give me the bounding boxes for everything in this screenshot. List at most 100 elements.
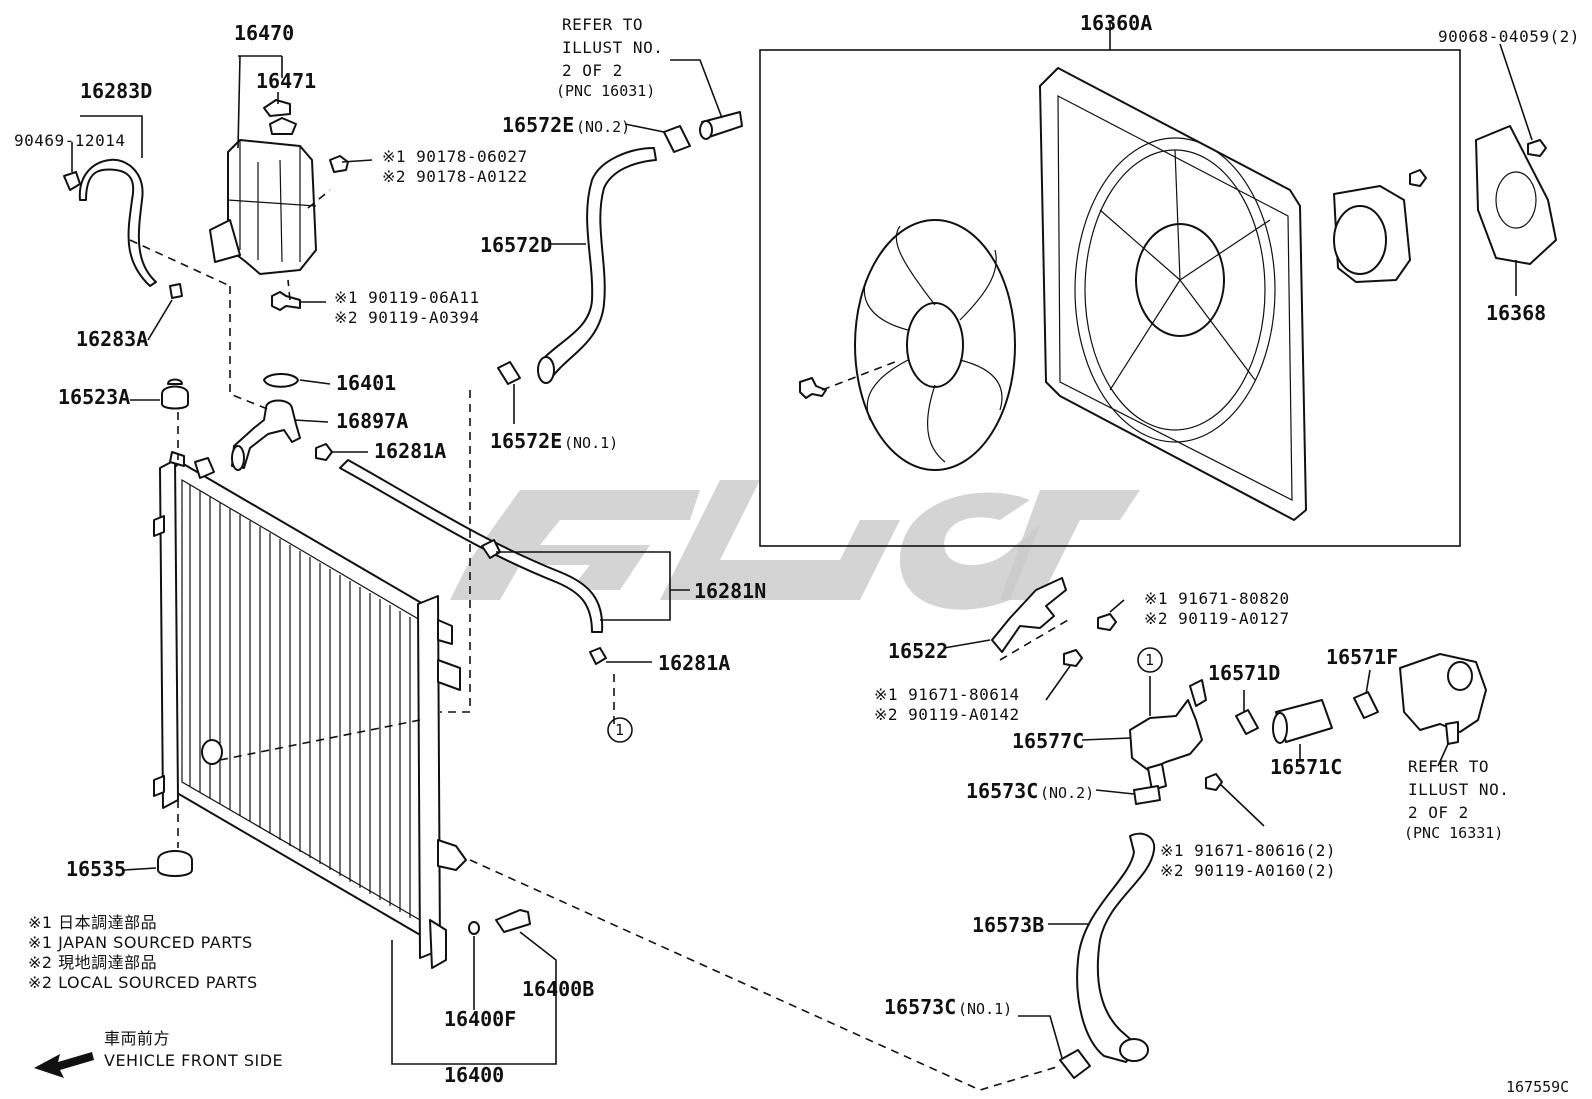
water-pipe-16331[interactable] [1399, 653, 1487, 745]
bolt-91671-80614[interactable] [1063, 649, 1083, 667]
label-16522: 16522 [888, 639, 948, 663]
legend-line-1: ※1 日本調達部品 [28, 913, 157, 932]
fan-shroud[interactable] [1039, 67, 1307, 521]
watermark-logo [450, 480, 1140, 610]
legend-line-2: ※1 JAPAN SOURCED PARTS [28, 933, 253, 952]
clamp-16281A-top[interactable] [315, 443, 333, 461]
label-16281A-top: 16281A [374, 439, 446, 463]
label-16401: 16401 [336, 371, 396, 395]
front-arrow-icon [34, 1052, 94, 1078]
hose-16571C[interactable] [1272, 699, 1333, 744]
hose-16573B[interactable] [1076, 832, 1156, 1063]
cushion-16523A[interactable] [161, 378, 189, 410]
label-n2-90178: ※2 90178-A0122 [382, 167, 528, 186]
label-16571C: 16571C [1270, 755, 1342, 779]
circle1-a-text: 1 [615, 721, 624, 739]
label-16573B: 16573B [972, 913, 1044, 937]
reference-circle-1-a [607, 717, 633, 743]
cushion-16535[interactable] [157, 850, 193, 877]
bolt-90119-06A11[interactable] [271, 291, 301, 311]
o-ring-16400F[interactable] [468, 921, 480, 935]
label-n1-90178: ※1 90178-06027 [382, 147, 528, 166]
front-label-en: VEHICLE FRONT SIDE [104, 1051, 283, 1070]
label-16571F: 16571F [1326, 645, 1398, 669]
front-label-jp: 車両前方 [104, 1029, 170, 1048]
label-n2-90119-A0394: ※2 90119-A0394 [334, 308, 480, 327]
label-16400F: 16400F [444, 1007, 516, 1031]
label-n1-91671-80614: ※1 91671-80614 [874, 685, 1020, 704]
label-n2-90119-A0127: ※2 90119-A0127 [1144, 609, 1290, 628]
label-16572D: 16572D [480, 233, 552, 257]
clip-90469-12014[interactable] [63, 171, 81, 191]
hose-16572D[interactable] [537, 147, 657, 384]
hose-16283D[interactable] [78, 158, 157, 287]
refer2-line4: (PNC 16331) [1404, 824, 1503, 842]
label-16470: 16470 [234, 21, 294, 45]
leader-lines [71, 20, 1533, 1065]
label-90068-04059: 90068-04059(2) [1438, 27, 1580, 46]
fan-motor[interactable] [1333, 185, 1411, 283]
label-16400: 16400 [444, 1063, 504, 1087]
filler-neck-16897A[interactable] [231, 399, 301, 471]
radiator-16400[interactable] [153, 451, 467, 969]
refer2-line1: REFER TO [1408, 757, 1489, 776]
drain-cock-16400B[interactable] [495, 909, 531, 933]
fan-blade[interactable] [854, 219, 1016, 471]
legend-line-4: ※2 LOCAL SOURCED PARTS [28, 973, 258, 992]
hose-16281N[interactable] [339, 459, 604, 633]
clamp-16573C-no1[interactable] [1059, 1049, 1091, 1079]
clamp-16281A-bottom[interactable] [589, 647, 607, 665]
pipe-16031[interactable] [699, 111, 743, 140]
label-16573C-no1: 16573C [884, 995, 956, 1019]
label-16573C-no2: 16573C [966, 779, 1038, 803]
label-90469-12014: 90469-12014 [14, 131, 125, 150]
screw-90068[interactable] [1527, 139, 1547, 157]
refer1-line3: 2 OF 2 [562, 61, 623, 80]
clamp-16572E-no2[interactable] [663, 125, 691, 153]
label-16897A: 16897A [336, 409, 408, 433]
label-16572E-no2: 16572E [502, 113, 574, 137]
label-16283A: 16283A [76, 327, 148, 351]
label-no2-a: (NO.2) [576, 118, 630, 136]
clamp-16283A[interactable] [169, 283, 183, 299]
refer1-line2: ILLUST NO. [562, 38, 663, 57]
motor-cover-16368[interactable] [1475, 125, 1557, 265]
label-16571D: 16571D [1208, 661, 1280, 685]
label-16577C: 16577C [1012, 729, 1084, 753]
label-no2-b: (NO.2) [1040, 784, 1094, 802]
label-16281A-bottom: 16281A [658, 651, 730, 675]
clamp-16571D[interactable] [1235, 709, 1259, 735]
motor-screw[interactable] [1409, 169, 1427, 187]
cap-16401[interactable] [263, 373, 299, 388]
bolt-91671-80616[interactable] [1205, 773, 1223, 791]
label-n1-91671-80820: ※1 91671-80820 [1144, 589, 1290, 608]
label-16283D: 16283D [80, 79, 152, 103]
cap-16471[interactable] [263, 99, 291, 117]
label-16471: 16471 [256, 69, 316, 93]
figure-number: 167559C [1506, 1078, 1569, 1096]
clamp-16572E-no1[interactable] [497, 361, 521, 385]
refer1-line1: REFER TO [562, 15, 643, 34]
label-16572E-no1: 16572E [490, 429, 562, 453]
refer1-line4: (PNC 16031) [556, 82, 655, 100]
part-labels: 16470 16471 16283D 90469-12014 16283A ※1… [14, 11, 1580, 1096]
bracket-16522[interactable] [991, 577, 1067, 653]
label-16360A: 16360A [1080, 11, 1152, 35]
fan-bolt[interactable] [799, 377, 827, 399]
clamp-16571F[interactable] [1353, 691, 1379, 719]
reservoir-tank-16470[interactable] [209, 117, 317, 275]
legend-line-3: ※2 現地調達部品 [28, 953, 157, 972]
clamp-16573C-no2[interactable] [1133, 785, 1161, 805]
refer2-line2: ILLUST NO. [1408, 780, 1509, 799]
label-n2-90119-A0142: ※2 90119-A0142 [874, 705, 1020, 724]
refer2-line3: 2 OF 2 [1408, 803, 1469, 822]
dashed-connector-lines [129, 189, 1069, 1091]
legend: ※1 日本調達部品 ※1 JAPAN SOURCED PARTS ※2 現地調達… [28, 913, 258, 992]
label-no1-b: (NO.1) [958, 1000, 1012, 1018]
nut-90178[interactable] [329, 155, 349, 173]
bolt-91671-80820[interactable] [1097, 613, 1117, 631]
water-inlet-16577C[interactable] [1129, 679, 1207, 791]
label-16368: 16368 [1486, 301, 1546, 325]
label-16535: 16535 [66, 857, 126, 881]
